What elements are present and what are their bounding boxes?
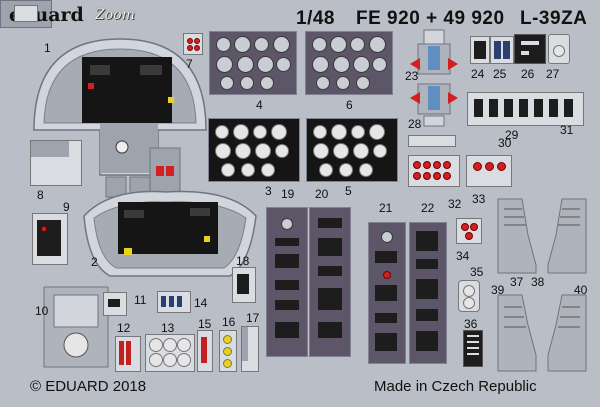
part-25 (490, 36, 514, 64)
part-5-panel (306, 118, 398, 182)
part-label-39: 39 (491, 283, 505, 297)
part-17 (241, 326, 259, 372)
scale-label: 1/48 (296, 8, 335, 29)
part-label-30: 30 (498, 136, 512, 150)
part-label-2: 2 (91, 255, 98, 269)
part-label-3: 3 (265, 184, 272, 198)
part-label-26: 26 (521, 67, 535, 81)
part-label-6: 6 (346, 98, 353, 112)
zoom-logo: Zoom (95, 7, 135, 23)
part-7 (183, 33, 203, 55)
part-label-21: 21 (379, 201, 393, 215)
part-label-4: 4 (256, 98, 263, 112)
part-label-10: 10 (35, 304, 49, 318)
part-12 (115, 336, 141, 372)
part-label-24: 24 (471, 67, 485, 81)
part-label-31: 31 (560, 123, 574, 137)
part-label-37: 37 (510, 275, 524, 289)
part-3-panel (208, 118, 300, 182)
part-label-5: 5 (345, 184, 352, 198)
part-15 (197, 330, 213, 372)
part-22-console (409, 222, 447, 364)
part-label-23: 23 (405, 69, 419, 83)
part-label-9: 9 (63, 200, 70, 214)
part-label-13: 13 (161, 321, 175, 335)
part-13 (145, 334, 195, 372)
part-6-panel (305, 31, 393, 95)
copyright-text: © EDUARD 2018 (30, 378, 147, 395)
part-21-console (368, 222, 406, 364)
part-11 (103, 292, 127, 316)
part-label-22: 22 (421, 201, 435, 215)
part-9 (32, 213, 68, 265)
part-4-panel (209, 31, 297, 95)
part-label-14: 14 (194, 296, 208, 310)
part-label-12: 12 (117, 321, 131, 335)
part-34 (456, 218, 482, 244)
part-10-seat (43, 286, 109, 368)
part-8 (30, 140, 82, 186)
part-label-19: 19 (281, 187, 295, 201)
part-1-front-hood (33, 38, 207, 198)
part-28-bracket (408, 135, 456, 147)
product-codes: FE 920 + 49 920 (356, 8, 505, 29)
model-name: L-39ZA (520, 8, 588, 29)
part-24 (470, 36, 490, 64)
part-32 (408, 155, 460, 187)
part-23-28-handles (410, 29, 458, 127)
part-label-34: 34 (456, 249, 470, 263)
part-16 (219, 330, 237, 372)
part-2-rear-hood (83, 147, 257, 277)
part-35 (458, 280, 480, 312)
part-20-console (309, 207, 351, 357)
part-33 (466, 155, 512, 187)
part-label-33: 33 (472, 192, 486, 206)
part-19-console (266, 207, 308, 357)
part-label-7: 7 (186, 57, 193, 71)
part-27 (548, 34, 570, 64)
part-label-17: 17 (246, 311, 260, 325)
part-label-20: 20 (315, 187, 329, 201)
part-label-28: 28 (408, 117, 422, 131)
part-label-40: 40 (574, 283, 588, 297)
origin-text: Made in Czech Republic (374, 378, 537, 395)
part-26 (514, 34, 546, 64)
part-29-switches (467, 92, 584, 126)
part-label-25: 25 (493, 67, 507, 81)
part-label-18: 18 (236, 254, 250, 268)
part-label-29: 29 (505, 128, 519, 142)
part-label-36: 36 (464, 317, 478, 331)
part-label-35: 35 (470, 265, 484, 279)
part-label-8: 8 (37, 188, 44, 202)
part-label-27: 27 (546, 67, 560, 81)
part-label-11: 11 (134, 293, 147, 307)
part-36 (463, 330, 483, 367)
part-label-38: 38 (531, 275, 545, 289)
part-label-1: 1 (44, 41, 51, 55)
part-14 (157, 291, 191, 313)
part-label-15: 15 (198, 317, 212, 331)
part-label-32: 32 (448, 197, 462, 211)
part-37-40-seat-straps (497, 198, 587, 372)
part-18 (232, 267, 256, 303)
part-label-16: 16 (222, 315, 236, 329)
part-30 (0, 0, 52, 28)
